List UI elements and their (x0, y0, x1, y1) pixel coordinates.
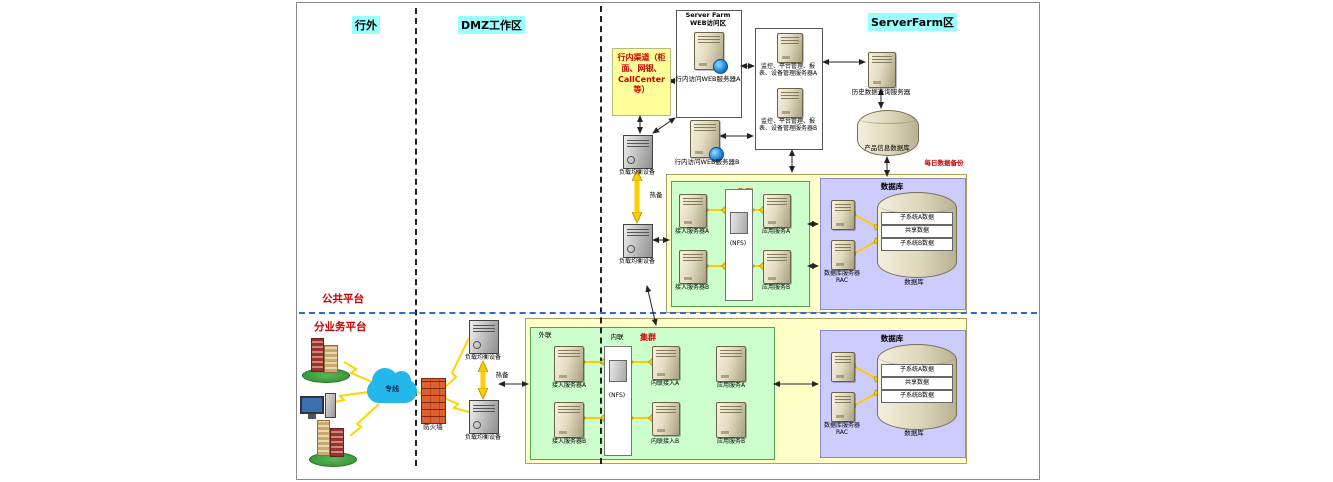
workstation-icon (300, 396, 324, 419)
separator-outside-dmz (415, 8, 417, 466)
mgmt-server-b-label: 监控、平台管理、报表、设备管理服务器B (758, 118, 818, 133)
web-server-b-label: 行内访问WEB服务器B (674, 158, 740, 166)
zone-label-public-platform: 公共平台 (322, 293, 364, 305)
upper-access-server-a-label: 接入服务器A (674, 228, 710, 235)
globe-icon (713, 59, 728, 74)
upper-rac-server-b-icon (831, 240, 855, 270)
lower-load-balancer-b-icon (469, 400, 499, 434)
pc-tower-icon (325, 393, 336, 418)
building-icon (311, 338, 324, 372)
upper-db-title: 数据库 (880, 182, 904, 191)
lower-rac-server-b-icon (831, 392, 855, 422)
upper-db-segment-b: 子系统B数据 (881, 238, 953, 251)
lower-app-server-a-label: 应用服务A (716, 382, 746, 389)
lower-load-balancer-b-label: 负载均衡设备 (464, 434, 501, 441)
zone-label-serverfarm: ServerFarm区 (868, 13, 958, 31)
building-icon (324, 345, 338, 373)
product-db-label: 产品信息数据库 (864, 144, 910, 152)
lower-db-caption: 数据库 (904, 429, 924, 437)
lower-internal-access-a-icon (652, 346, 680, 380)
web-zone-title-line1: Server Farm (685, 11, 731, 19)
lower-cluster-title: 集群 (640, 333, 656, 342)
upper-rac-server-a-icon (831, 200, 855, 230)
lower-access-server-a-icon (554, 346, 584, 382)
upper-nfs-storage-icon (730, 212, 748, 234)
upper-app-server-b-label: 应用服务B (761, 284, 791, 291)
lower-access-server-b-icon (554, 402, 584, 438)
lower-nfs-label: (NFS) (608, 392, 626, 399)
lower-hot-standby-label: 热备 (495, 371, 509, 379)
lower-db-segment-b: 子系统B数据 (881, 390, 953, 403)
lower-load-balancer-a-label: 负载均衡设备 (464, 354, 501, 361)
lower-app-server-b-label: 应用服务B (716, 438, 746, 445)
upper-access-server-b-icon (679, 250, 707, 284)
product-db-cylinder (857, 110, 919, 156)
web-server-b-icon (690, 120, 724, 162)
separator-public-business (299, 312, 1037, 314)
lower-access-server-a-label: 接入服务器A (551, 382, 587, 389)
lower-db-title: 数据库 (880, 334, 904, 343)
upper-load-balancer-a-icon (623, 135, 653, 169)
web-access-zone-box (676, 10, 742, 118)
upper-load-balancer-a-label: 负载均衡设备 (618, 169, 655, 176)
mgmt-server-a-label: 监控、平台管理、报表、设备管理服务器A (758, 63, 818, 78)
upper-app-server-b-icon (763, 250, 791, 284)
lower-rac-label: 数据库服务器RAC (823, 422, 860, 437)
upper-db-segment-a: 子系统A数据 (881, 212, 953, 225)
lower-access-server-b-label: 接入服务器B (551, 438, 587, 445)
zone-label-outside: 行外 (352, 16, 380, 34)
firewall-label: 防火墙 (423, 423, 443, 431)
lower-internal-access-b-icon (652, 402, 680, 436)
upper-load-balancer-b-label: 负载均衡设备 (618, 258, 655, 265)
daily-backup-label: 每日数据备份 (924, 159, 964, 167)
upper-load-balancer-b-icon (623, 224, 653, 258)
upper-app-server-a-icon (763, 194, 791, 228)
lower-external-label: 外联 (538, 331, 552, 339)
building-icon (317, 420, 330, 456)
web-zone-title-line2: WEB访问区 (689, 19, 727, 27)
channel-box: 行内渠道（柜面、网银、CallCenter等） (612, 48, 671, 116)
lower-db-segment-a: 子系统A数据 (881, 364, 953, 377)
leased-line-label: 专线 (385, 385, 399, 393)
web-server-a-icon (694, 32, 728, 74)
globe-icon (709, 147, 724, 162)
lower-db-segment-shared: 共享数据 (881, 377, 953, 390)
lower-rac-server-a-icon (831, 352, 855, 382)
history-server-label: 历史数据查询服务器 (851, 88, 911, 96)
history-server-icon (868, 52, 896, 88)
mgmt-server-a-icon (777, 33, 803, 63)
zone-label-dmz: DMZ工作区 (458, 16, 526, 34)
upper-access-server-b-label: 接入服务器B (674, 284, 710, 291)
lower-internal-label: 内联 (610, 333, 624, 341)
upper-hot-standby-label: 热备 (649, 191, 663, 199)
firewall-icon (421, 378, 446, 424)
lower-internal-access-b-label: 内联接入B (650, 438, 680, 445)
upper-rac-label: 数据库服务器RAC (823, 270, 860, 285)
lower-app-server-b-icon (716, 402, 746, 438)
leased-line-cloud-icon (367, 368, 417, 403)
upper-access-server-a-icon (679, 194, 707, 228)
lower-internal-access-a-label: 内联接入A (650, 380, 680, 387)
lower-load-balancer-a-icon (469, 320, 499, 354)
upper-app-server-a-label: 应用服务A (761, 228, 791, 235)
upper-nfs-box (725, 189, 753, 301)
lower-app-server-a-icon (716, 346, 746, 382)
lower-nfs-storage-icon (609, 360, 627, 382)
mgmt-server-b-icon (777, 88, 803, 118)
upper-nfs-label: (NFS) (729, 240, 747, 247)
upper-db-caption: 数据库 (904, 278, 924, 286)
upper-db-segment-shared: 共享数据 (881, 225, 953, 238)
separator-dmz-serverfarm (600, 6, 602, 464)
building-icon (330, 428, 344, 457)
zone-label-business-platform: 分业务平台 (314, 321, 367, 333)
web-server-a-label: 行内访问WEB服务器A (675, 75, 741, 83)
